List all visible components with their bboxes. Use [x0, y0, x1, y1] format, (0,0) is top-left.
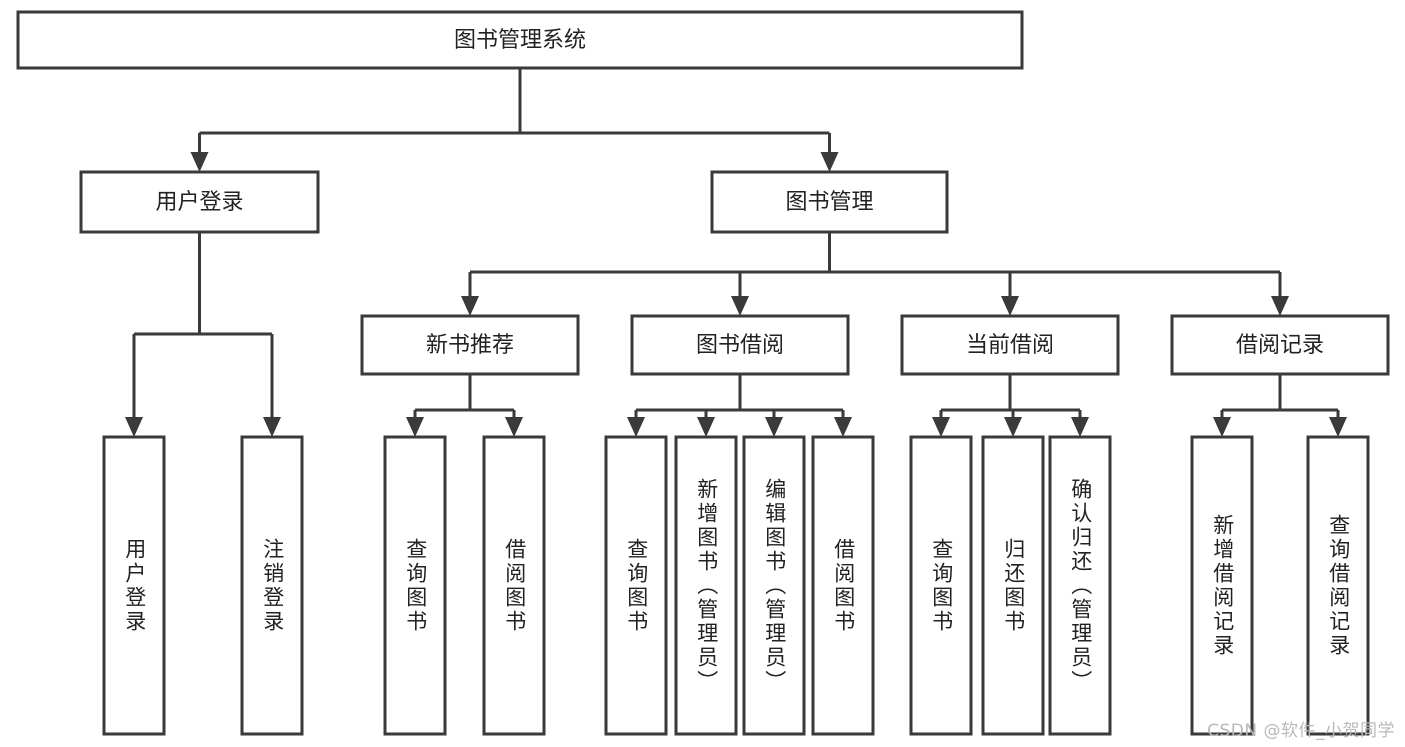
node-leaf-edit-book[interactable] [742, 435, 806, 736]
node-user-login[interactable] [79, 170, 320, 234]
arrow-to-leaf-query-book-3 [932, 417, 950, 437]
arrow-to-leaf-query-record [1329, 417, 1347, 437]
arrow-to-leaf-user-login [125, 417, 143, 437]
arrow-to-leaf-borrow-book-1 [505, 417, 523, 437]
node-leaf-logout[interactable] [240, 435, 304, 736]
node-leaf-add-book[interactable] [674, 435, 738, 736]
node-leaf-return-book[interactable] [981, 435, 1045, 736]
node-leaf-confirm-return[interactable] [1048, 435, 1112, 736]
boxes-layer [16, 10, 1390, 736]
arrow-to-leaf-query-book-2 [627, 417, 645, 437]
node-leaf-query-book-2[interactable] [604, 435, 668, 736]
node-new-book-recommend-label: 新书推荐 [426, 333, 514, 358]
arrow-to-book-borrow [731, 296, 749, 316]
node-root-system[interactable] [16, 10, 1024, 70]
node-leaf-user-login[interactable] [102, 435, 166, 736]
node-borrow-record-label: 借阅记录 [1236, 333, 1324, 358]
node-leaf-borrow-book-2[interactable] [811, 435, 875, 736]
node-current-borrow-label: 当前借阅 [966, 333, 1054, 358]
arrow-to-new-book-recommend [461, 296, 479, 316]
arrow-to-user-login [190, 152, 209, 172]
connectors-layer [125, 68, 1347, 437]
node-book-manage[interactable] [710, 170, 949, 234]
arrow-to-leaf-confirm-return [1071, 417, 1089, 437]
csdn-watermark: CSDN @软件_小贺同学 [1207, 721, 1395, 741]
arrow-to-leaf-return-book [1004, 417, 1022, 437]
node-leaf-query-book-3[interactable] [909, 435, 973, 736]
arrow-to-leaf-query-book-1 [406, 417, 424, 437]
node-leaf-query-book-1[interactable] [383, 435, 447, 736]
node-user-login-label: 用户登录 [155, 190, 243, 215]
node-book-borrow[interactable] [630, 314, 850, 376]
arrow-to-book-manage [820, 152, 839, 172]
node-root-label: 图书管理系统 [454, 28, 586, 53]
node-new-book-recommend[interactable] [360, 314, 580, 376]
node-book-borrow-label: 图书借阅 [696, 333, 784, 358]
node-leaf-borrow-book-1[interactable] [482, 435, 546, 736]
node-leaf-add-record[interactable] [1190, 435, 1254, 736]
node-leaf-query-record[interactable] [1306, 435, 1370, 736]
arrow-to-leaf-add-book [697, 417, 715, 437]
arrow-to-leaf-add-record [1213, 417, 1231, 437]
arrow-to-leaf-edit-book [765, 417, 783, 437]
arrow-to-current-borrow [1001, 296, 1019, 316]
arrow-to-borrow-record [1271, 296, 1289, 316]
node-borrow-record[interactable] [1170, 314, 1390, 376]
node-current-borrow[interactable] [900, 314, 1120, 376]
arrow-to-leaf-borrow-book-2 [834, 417, 852, 437]
node-book-manage-label: 图书管理 [785, 190, 873, 215]
arrow-to-leaf-logout [263, 417, 281, 437]
